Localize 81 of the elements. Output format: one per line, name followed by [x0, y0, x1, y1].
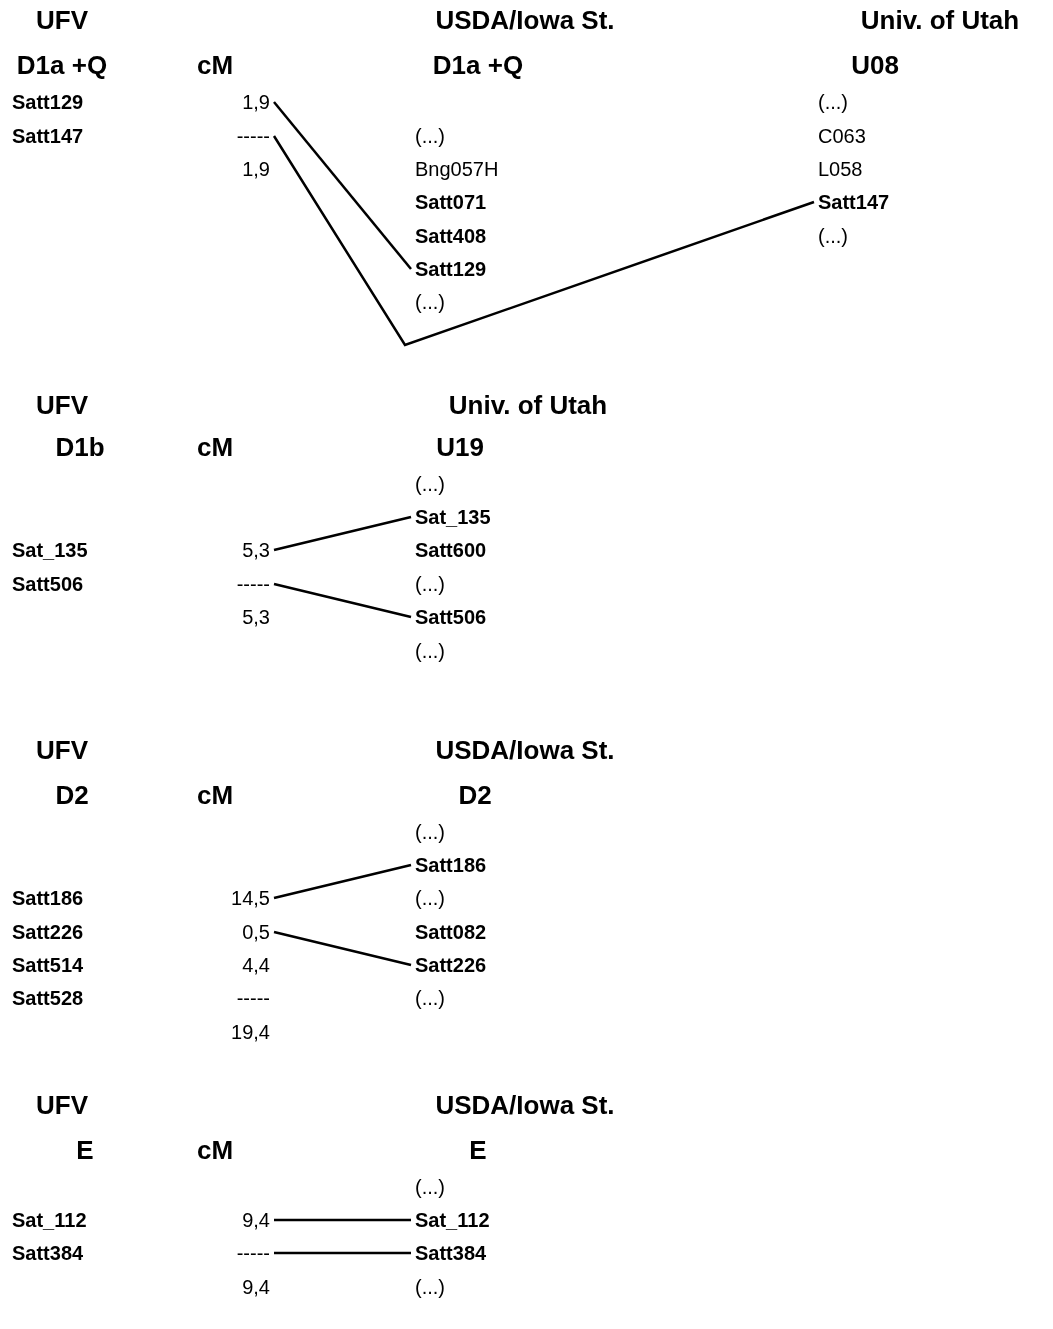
marker-name: Satt082 [415, 920, 487, 944]
ellipsis: (...) [415, 572, 445, 596]
marker-name: Satt186 [12, 886, 84, 910]
distance-value: 9,4 [242, 1275, 270, 1299]
column-heading: Univ. of Utah [860, 5, 1020, 35]
column-heading: D1a +Q [432, 50, 524, 80]
column-heading: U19 [436, 432, 484, 462]
marker-name: Bng057H [415, 157, 499, 181]
marker-name: Satt600 [415, 538, 487, 562]
column-heading: cM [196, 432, 234, 462]
connector-line [273, 515, 412, 552]
marker-name: Satt384 [12, 1241, 84, 1265]
column-heading: UFV [36, 735, 88, 765]
distance-value: 1,9 [242, 157, 270, 181]
marker-name: Satt506 [415, 605, 487, 629]
ellipsis: (...) [415, 1275, 445, 1299]
column-heading: USDA/Iowa St. [435, 5, 615, 35]
distance-value: 4,4 [242, 953, 270, 977]
distance-value: 5,3 [242, 605, 270, 629]
marker-name: Satt226 [415, 953, 487, 977]
column-heading: cM [196, 1135, 234, 1165]
ellipsis: (...) [415, 472, 445, 496]
column-heading: cM [196, 780, 234, 810]
column-heading: U08 [851, 50, 899, 80]
ellipsis: (...) [415, 124, 445, 148]
column-heading: UFV [36, 5, 88, 35]
connector-line [272, 135, 815, 347]
column-heading: USDA/Iowa St. [435, 1090, 615, 1120]
marker-name: Sat_112 [415, 1208, 490, 1232]
distance-dash: ----- [236, 1241, 270, 1265]
column-heading: E [469, 1135, 487, 1165]
column-heading: UFV [36, 1090, 88, 1120]
connector-line [273, 863, 412, 900]
marker-name: C063 [818, 124, 866, 148]
distance-value: 14,5 [231, 886, 270, 910]
marker-name: Satt129 [12, 90, 84, 114]
marker-name: Satt528 [12, 986, 84, 1010]
column-heading: D1a +Q [16, 50, 108, 80]
connector-line [273, 101, 412, 270]
marker-name: Satt147 [12, 124, 84, 148]
marker-name: L058 [818, 157, 863, 181]
connector-line [273, 582, 412, 619]
marker-name: Satt129 [415, 257, 487, 281]
column-heading: D1b [55, 432, 105, 462]
column-heading: USDA/Iowa St. [435, 735, 615, 765]
column-heading: UFV [36, 390, 88, 420]
marker-name: Satt226 [12, 920, 84, 944]
distance-value: 9,4 [242, 1208, 270, 1232]
ellipsis: (...) [415, 820, 445, 844]
distance-value: 1,9 [242, 90, 270, 114]
ellipsis: (...) [818, 90, 848, 114]
marker-name: Satt071 [415, 190, 487, 214]
connector-line [273, 930, 412, 967]
ellipsis: (...) [415, 290, 445, 314]
column-heading: Univ. of Utah [448, 390, 608, 420]
distance-value: 19,4 [231, 1020, 270, 1044]
marker-name: Satt514 [12, 953, 84, 977]
connector-line [274, 1251, 411, 1255]
column-heading: D2 [458, 780, 492, 810]
connector-line [274, 1218, 411, 1222]
marker-name: Satt186 [415, 853, 487, 877]
ellipsis: (...) [415, 1175, 445, 1199]
ellipsis: (...) [415, 886, 445, 910]
distance-dash: ----- [236, 986, 270, 1010]
column-heading: D2 [55, 780, 89, 810]
marker-name: Sat_112 [12, 1208, 87, 1232]
distance-value: 5,3 [242, 538, 270, 562]
ellipsis: (...) [415, 986, 445, 1010]
marker-name: Satt506 [12, 572, 84, 596]
marker-name: Satt384 [415, 1241, 487, 1265]
column-heading: E [76, 1135, 94, 1165]
marker-name: Sat_135 [415, 505, 491, 529]
marker-name: Satt408 [415, 224, 487, 248]
column-heading: cM [196, 50, 234, 80]
ellipsis: (...) [415, 639, 445, 663]
marker-name: Satt147 [818, 190, 890, 214]
marker-name: Sat_135 [12, 538, 88, 562]
distance-dash: ----- [236, 572, 270, 596]
distance-dash: ----- [236, 124, 270, 148]
distance-value: 0,5 [242, 920, 270, 944]
ellipsis: (...) [818, 224, 848, 248]
